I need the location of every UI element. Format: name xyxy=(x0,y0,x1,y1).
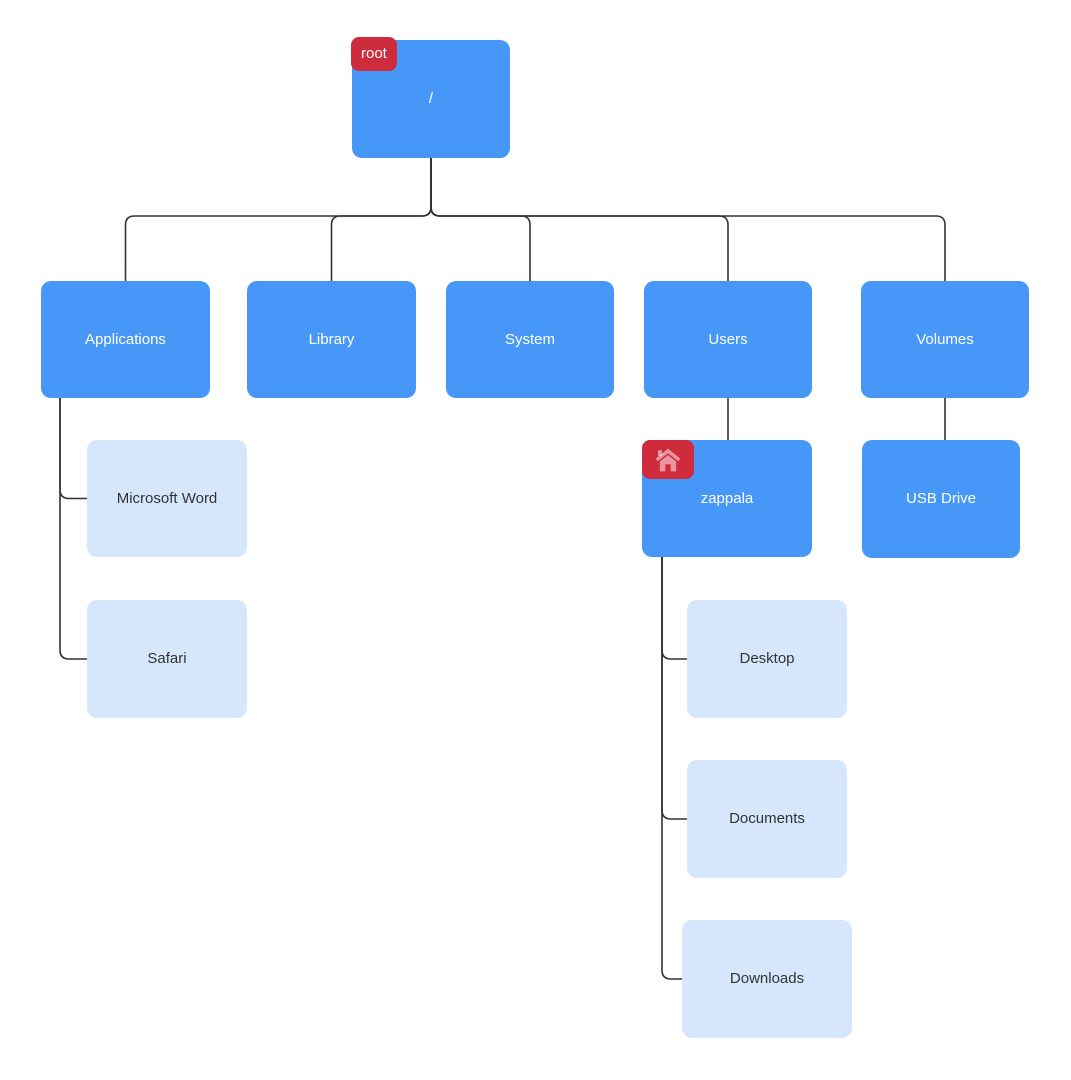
connector-root-library xyxy=(330,158,432,281)
node-label: Microsoft Word xyxy=(116,489,218,507)
node-applications[interactable]: Applications xyxy=(41,281,210,398)
node-volumes[interactable]: Volumes xyxy=(861,281,1029,398)
connector-applications-microsoft-word xyxy=(59,398,87,500)
node-label: Downloads xyxy=(729,970,805,987)
connector-root-users xyxy=(430,158,729,281)
node-system[interactable]: System xyxy=(446,281,614,398)
node-zappala[interactable]: zappala xyxy=(642,440,812,557)
node-microsoft-word[interactable]: Microsoft Word xyxy=(87,440,247,557)
root-badge: root xyxy=(351,37,397,71)
node-safari[interactable]: Safari xyxy=(87,600,247,718)
node-label: System xyxy=(504,330,555,348)
node-documents[interactable]: Documents xyxy=(687,760,847,878)
node-label: Library xyxy=(308,330,355,348)
node-root[interactable]: root / xyxy=(351,37,510,158)
node-downloads[interactable]: Downloads xyxy=(682,920,852,1038)
node-label: Desktop xyxy=(739,650,795,667)
node-label: Safari xyxy=(147,650,187,667)
node-label: USB Drive xyxy=(905,490,976,507)
node-label: Documents xyxy=(729,810,805,827)
node-usb-drive[interactable]: USB Drive xyxy=(862,440,1020,558)
connector-applications-safari xyxy=(59,398,87,660)
node-users[interactable]: Users xyxy=(644,281,812,398)
connector-zappala-desktop xyxy=(661,557,687,660)
node-label: / xyxy=(428,90,434,107)
node-library[interactable]: Library xyxy=(247,281,416,398)
home-icon xyxy=(642,440,694,479)
node-label: Applications xyxy=(85,330,166,348)
connector-zappala-documents xyxy=(661,557,687,820)
node-label: Volumes xyxy=(916,330,974,348)
connector-root-volumes xyxy=(430,158,946,281)
node-label: Users xyxy=(708,330,748,348)
connector-zappala-downloads xyxy=(661,557,682,980)
node-label: zappala xyxy=(700,489,754,507)
node-desktop[interactable]: Desktop xyxy=(687,600,847,718)
connector-root-system xyxy=(430,158,531,281)
connector-root-applications xyxy=(124,158,432,281)
